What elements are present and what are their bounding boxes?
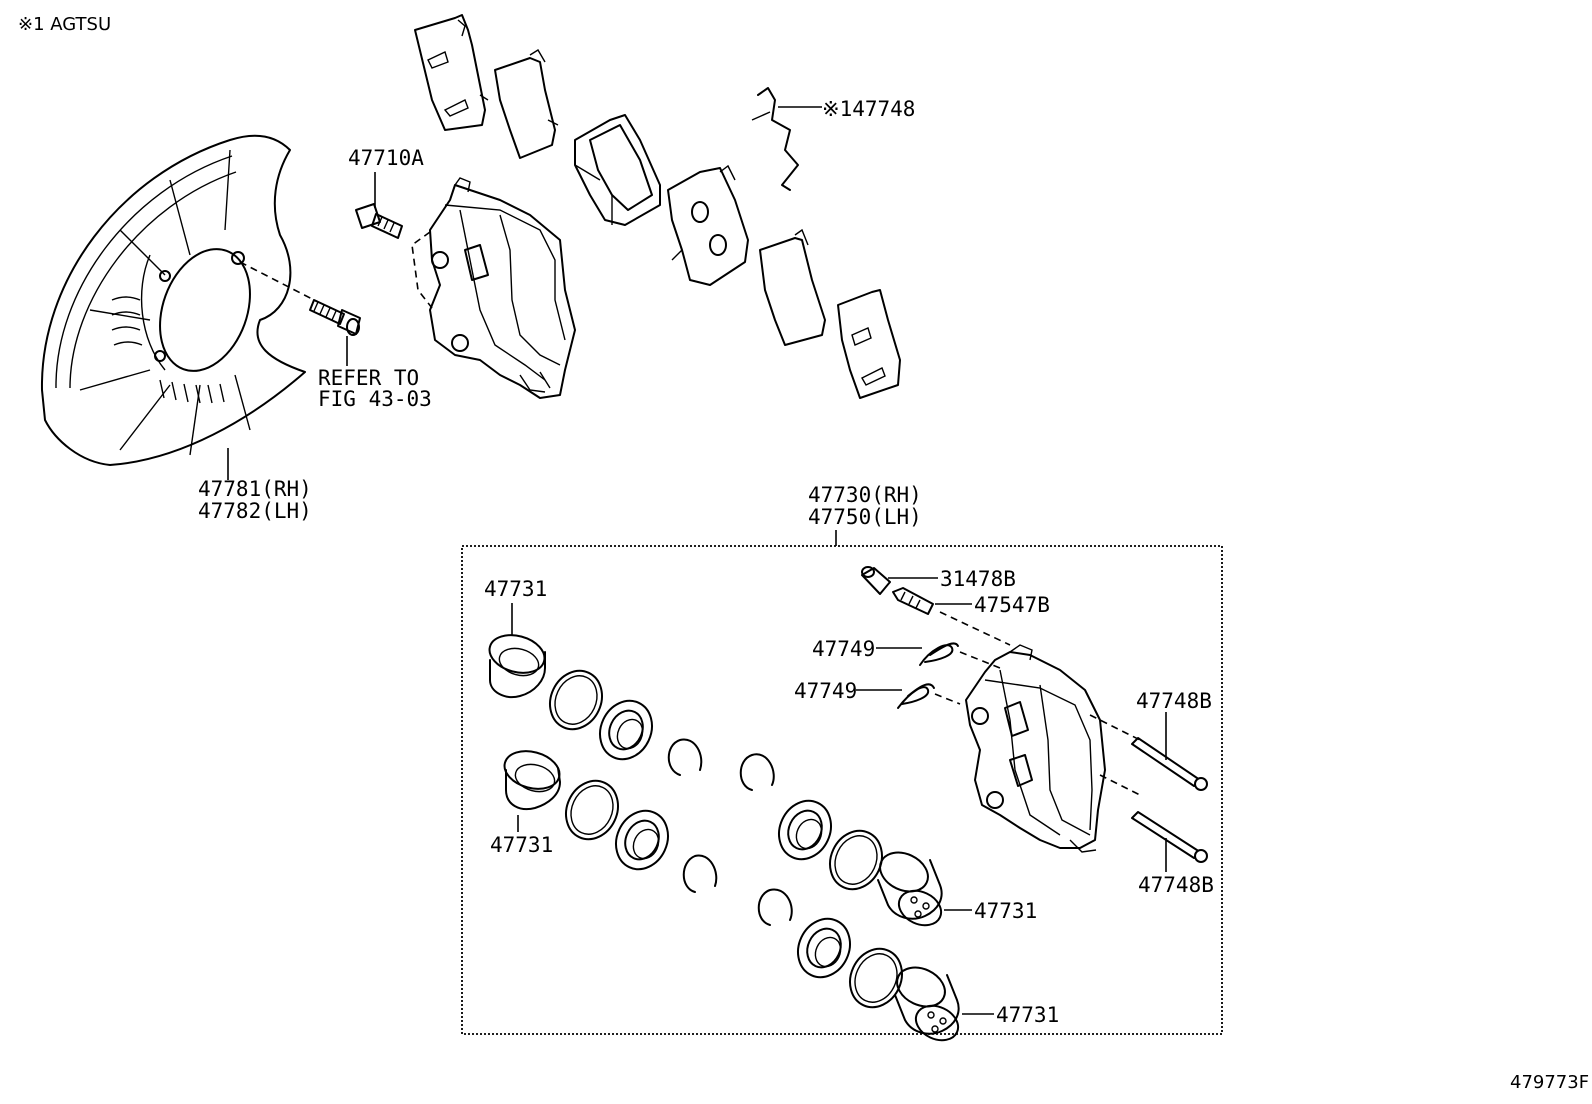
pad-support-spring[interactable]	[751, 87, 799, 191]
dust-boot-2[interactable]	[607, 802, 678, 878]
anti-squeal-shim-1[interactable]	[414, 14, 489, 131]
anti-squeal-shim-2[interactable]	[494, 49, 559, 159]
label-piston-top-left[interactable]: 47731	[484, 577, 547, 601]
piston-mid-left[interactable]	[500, 745, 563, 810]
label-pin-lower[interactable]: 47748B	[1138, 873, 1214, 897]
clip-upper-drawing[interactable]	[919, 642, 959, 666]
bleeder-plug-drawing[interactable]	[892, 587, 934, 615]
brake-pad-outer[interactable]	[574, 114, 661, 226]
dash-pin1	[1089, 714, 1141, 741]
hub-bolt-dash	[239, 261, 319, 303]
label-pin-upper[interactable]: 47748B	[1136, 689, 1212, 713]
dust-boot-1[interactable]	[591, 692, 662, 768]
label-assembly-rh[interactable]: 47730(RH)	[808, 483, 922, 507]
label-shield-lh[interactable]: 47782(LH)	[198, 499, 312, 523]
piston-seal-4[interactable]	[841, 940, 912, 1016]
label-bleeder-plug[interactable]: 47547B	[974, 593, 1050, 617]
retaining-ring-2[interactable]	[682, 854, 718, 893]
label-shield-rh[interactable]: 47781(RH)	[198, 477, 312, 501]
piston-seal-3-inner	[834, 835, 878, 885]
piston-right-upper[interactable]	[874, 845, 947, 932]
caliper-pin-upper[interactable]	[1131, 737, 1208, 791]
label-refer-line1[interactable]: REFER TO	[318, 366, 419, 390]
piston-top-left[interactable]	[485, 629, 548, 698]
caliper-top-drawing[interactable]	[411, 177, 576, 399]
caliper-body-drawing[interactable]	[965, 644, 1106, 853]
piston-seal-2-inner	[570, 785, 614, 835]
label-piston-right-lower[interactable]: 47731	[996, 1003, 1059, 1027]
piston-seal-1[interactable]	[541, 662, 612, 738]
caliper-bolt-drawing[interactable]	[355, 203, 403, 239]
illustration-code: 479773F	[1510, 1072, 1589, 1093]
retaining-ring-1[interactable]	[667, 738, 703, 776]
caliper-assembly-box	[461, 545, 1223, 1035]
bleeder-cap-drawing[interactable]	[861, 566, 891, 595]
dust-boot-4[interactable]	[789, 910, 860, 986]
label-bleeder-cap[interactable]: 31478B	[940, 567, 1016, 591]
dust-shield-drawing[interactable]	[40, 134, 306, 466]
dash-bleeder	[939, 611, 1011, 646]
caliper-pin-lower[interactable]	[1131, 811, 1208, 863]
label-piston-mid-left[interactable]: 47731	[490, 833, 553, 857]
dash-clip2	[934, 693, 961, 705]
brake-pad-inner[interactable]	[667, 164, 749, 286]
dash-pin2	[1099, 774, 1141, 796]
label-clip-lower[interactable]: 47749	[794, 679, 857, 703]
piston-seal-2[interactable]	[557, 772, 628, 848]
label-piston-right-upper[interactable]: 47731	[974, 899, 1037, 923]
retaining-ring-4[interactable]	[757, 888, 793, 926]
retaining-ring-3[interactable]	[739, 753, 775, 791]
label-assembly-lh[interactable]: 47750(LH)	[808, 505, 922, 529]
label-refer-line2[interactable]: FIG 43-03	[318, 387, 432, 411]
label-spring[interactable]: ※147748	[822, 97, 915, 121]
anti-squeal-shim-4[interactable]	[837, 289, 901, 399]
piston-seal-1-inner	[554, 675, 598, 725]
piston-seal-3[interactable]	[821, 822, 892, 898]
piston-seal-4-inner	[854, 953, 898, 1003]
label-clip-upper[interactable]: 47749	[812, 637, 875, 661]
hub-bolt-drawing[interactable]	[309, 299, 361, 336]
header-note: ※1 AGTSU	[18, 14, 111, 35]
dust-boot-3[interactable]	[770, 792, 841, 868]
piston-right-lower[interactable]	[891, 960, 964, 1047]
clip-lower-drawing[interactable]	[897, 683, 935, 709]
anti-squeal-shim-3[interactable]	[759, 228, 826, 346]
label-bolt[interactable]: 47710A	[348, 146, 424, 170]
